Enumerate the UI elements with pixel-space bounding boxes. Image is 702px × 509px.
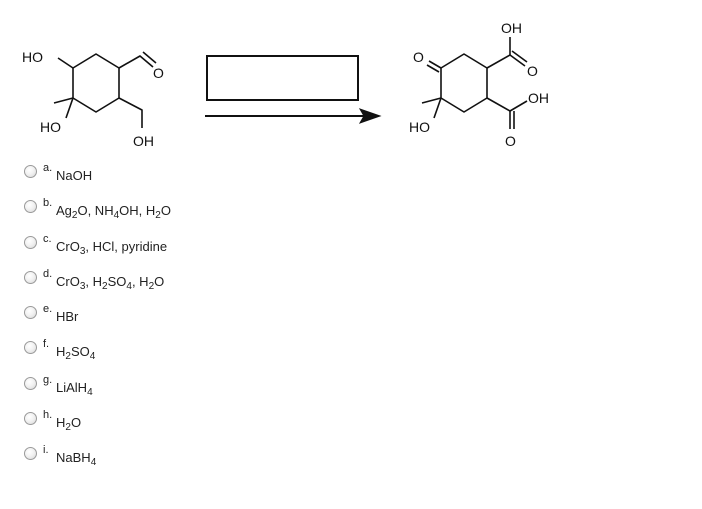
product-methyl-bond <box>421 97 442 104</box>
reaction-arrowhead <box>358 108 382 124</box>
reaction-scheme: HO O OH HO O OH O OH HO O <box>22 20 549 149</box>
product-ring <box>440 53 488 113</box>
reactant-aldehyde-o-label: O <box>153 65 164 81</box>
product-bottom-acid-bond <box>486 97 511 112</box>
radio-option-b[interactable] <box>24 200 37 214</box>
radio-option-i[interactable] <box>24 447 37 461</box>
reactant-ring <box>72 53 120 113</box>
radio-option-c[interactable] <box>24 235 37 249</box>
reactant-ho-bottom-label: HO <box>40 119 61 135</box>
reactant-oh-bond <box>65 97 74 119</box>
reactant-ch2oh-bond <box>118 97 143 128</box>
option-g[interactable]: g.LiAlH4 <box>24 374 171 409</box>
radio-option-e[interactable] <box>24 306 37 320</box>
product-ketone-bond <box>428 60 442 69</box>
product-oh-right-label: OH <box>528 90 549 106</box>
reactant-oh-bottom-label: OH <box>133 133 154 149</box>
radio-option-h[interactable] <box>24 412 37 426</box>
radio-option-a[interactable] <box>24 165 37 178</box>
product-o-bottom-label: O <box>505 133 516 149</box>
product-ketone-o-label: O <box>413 49 424 65</box>
product-oh-top-label: OH <box>501 20 522 36</box>
answer-options: a.NaOH b.Ag2O, NH4OH, H2O c.CrO3, HCl, p… <box>24 162 171 480</box>
option-i[interactable]: i.NaBH4 <box>24 444 171 479</box>
option-e[interactable]: e.HBr <box>24 303 171 338</box>
product-oh-bond <box>433 97 442 119</box>
option-f[interactable]: f.H2SO4 <box>24 338 171 373</box>
radio-option-g[interactable] <box>24 376 37 390</box>
reactant-ho-top-label: HO <box>22 49 43 65</box>
option-d[interactable]: d.CrO3, H2SO4, H2O <box>24 268 171 303</box>
reactant-methyl-bond <box>53 97 74 104</box>
reactant-ho-bond <box>57 57 74 69</box>
product-ho-bottom-label: HO <box>409 119 430 135</box>
reagent-box <box>206 55 359 101</box>
option-b[interactable]: b.Ag2O, NH4OH, H2O <box>24 197 171 232</box>
product-top-acid-bond <box>486 54 511 69</box>
radio-option-d[interactable] <box>24 270 37 284</box>
option-a[interactable]: a.NaOH <box>24 162 171 197</box>
option-h[interactable]: h.H2O <box>24 409 171 444</box>
reactant-aldehyde-bond <box>118 55 154 69</box>
option-c[interactable]: c.CrO3, HCl, pyridine <box>24 233 171 268</box>
radio-option-f[interactable] <box>24 341 37 355</box>
product-o-top-label: O <box>527 63 538 79</box>
